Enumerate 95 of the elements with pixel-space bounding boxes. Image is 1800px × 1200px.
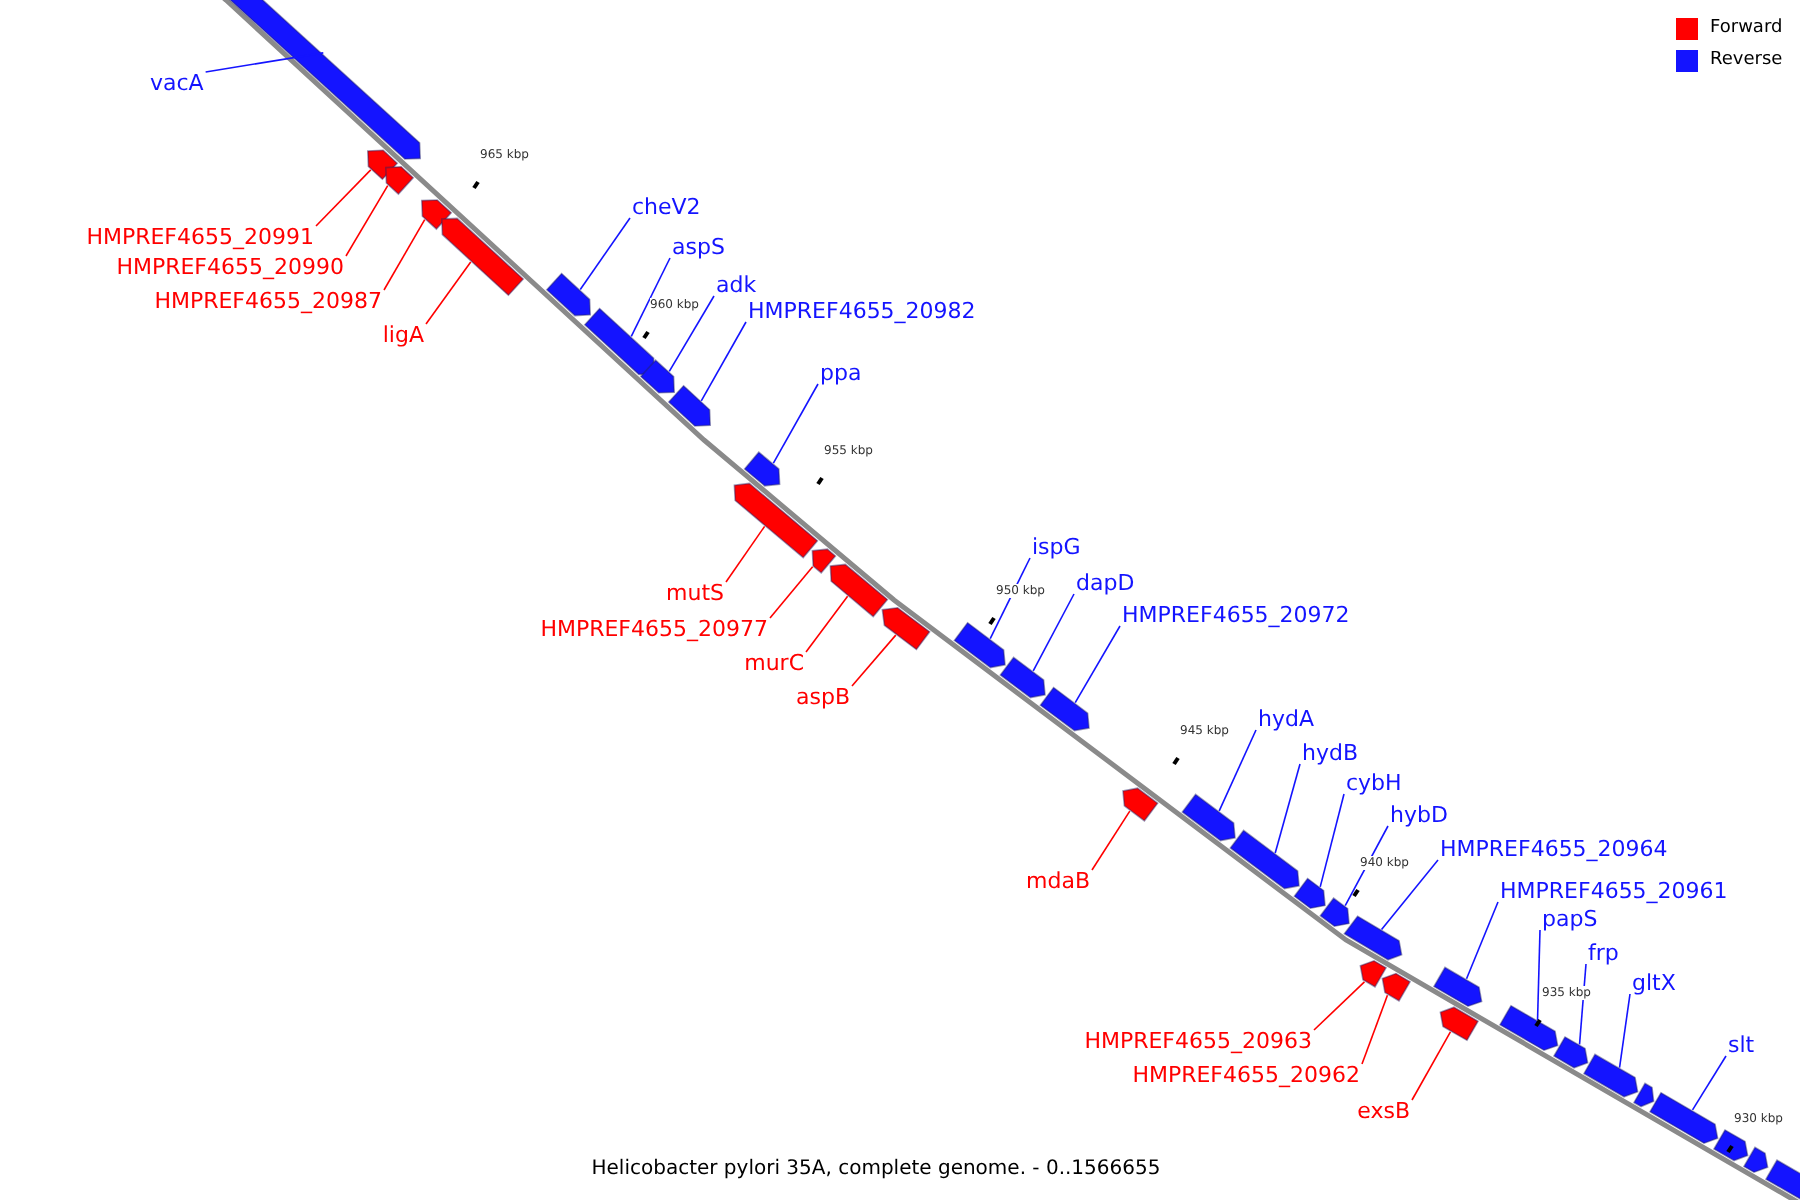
leader-line <box>1274 763 1301 854</box>
leader-line <box>1411 1031 1452 1101</box>
leader-line <box>700 321 747 402</box>
gene-label: HMPREF4655_20991 <box>86 224 314 250</box>
leader-line <box>725 525 766 583</box>
gene-block <box>1742 1146 1769 1174</box>
leader-line <box>1691 1055 1727 1111</box>
gene-label: HMPREF4655_20961 <box>1500 878 1728 904</box>
leader-line <box>1465 901 1499 980</box>
leader-line <box>805 595 849 653</box>
leader-line <box>1536 929 1541 1021</box>
leader-line <box>1361 994 1389 1065</box>
gene-label: hybD <box>1390 802 1448 828</box>
gene-block <box>1343 915 1403 961</box>
gene-block <box>1552 1035 1589 1069</box>
gene-label: HMPREF4655_20964 <box>1440 836 1668 862</box>
gene-block <box>1632 1082 1655 1108</box>
gene-label: cybH <box>1346 770 1402 796</box>
gene-label: dapD <box>1076 570 1135 596</box>
gene-label: adk <box>716 272 757 298</box>
gene-label: HMPREF4655_20963 <box>1084 1028 1312 1054</box>
gene-block <box>1229 829 1300 890</box>
gene-block <box>1712 1128 1749 1162</box>
leader-line <box>630 257 671 338</box>
gene-block <box>1039 686 1090 732</box>
gene-label: gltX <box>1632 970 1676 996</box>
legend-label: Forward <box>1710 16 1783 42</box>
leader-line <box>1032 593 1075 672</box>
gene-label: mutS <box>666 580 724 606</box>
gene-block <box>999 656 1046 699</box>
leader-line <box>315 169 372 227</box>
gene-label: vacA <box>150 70 204 96</box>
gene-block <box>384 166 415 196</box>
gene-label: frp <box>1588 940 1619 966</box>
leader-line <box>851 634 897 687</box>
gene-block <box>1293 877 1326 910</box>
leader-line <box>769 565 814 619</box>
gene-block <box>1181 793 1236 842</box>
gene-block <box>1764 1159 1800 1200</box>
leader-line <box>579 217 631 291</box>
gene-label: HMPREF4655_20990 <box>116 254 344 280</box>
gene-label: hydA <box>1258 706 1314 732</box>
gene-label: HMPREF4655_20977 <box>540 616 768 642</box>
gene-label: HMPREF4655_20972 <box>1122 602 1350 628</box>
gene-block <box>829 563 889 618</box>
gene-block <box>953 621 1006 669</box>
gene-block <box>667 384 712 427</box>
gene-label: exsB <box>1357 1098 1410 1124</box>
gene-label: aspS <box>672 234 725 260</box>
gene-label: cheV2 <box>632 194 701 220</box>
gene-block <box>1381 972 1412 1002</box>
leader-line <box>1380 859 1439 931</box>
gene-block <box>1319 897 1350 928</box>
leader-line <box>1618 993 1631 1069</box>
gene-block <box>545 272 592 317</box>
leader-line <box>425 261 472 325</box>
leader-line <box>1319 793 1345 888</box>
gene-block <box>1432 966 1483 1008</box>
leader-line <box>1218 729 1257 812</box>
gene-block <box>743 451 781 487</box>
gene-label: HMPREF4655_20987 <box>154 288 382 314</box>
gene-label: murC <box>744 650 804 676</box>
gene-block <box>811 548 837 574</box>
gene-block <box>1122 787 1159 822</box>
gene-label: aspB <box>795 684 850 710</box>
legend-label: Reverse <box>1710 48 1783 74</box>
leader-line <box>1091 810 1131 871</box>
gene-label: hydB <box>1302 740 1359 766</box>
leader-line <box>204 52 325 73</box>
gene-block <box>440 217 525 297</box>
gene-block <box>1582 1053 1639 1098</box>
gene-block <box>733 482 819 559</box>
gene-label: ppa <box>820 360 862 386</box>
gene-block <box>1648 1091 1719 1145</box>
leader-line <box>383 218 426 291</box>
gene-label: papS <box>1542 906 1598 932</box>
leader-line <box>1074 625 1121 704</box>
gene-label: HMPREF4655_20982 <box>748 298 976 324</box>
gene-label: ispG <box>1032 534 1081 560</box>
caption: Helicobacter pylori 35A, complete genome. - 0..1566655 <box>589 1156 1163 1182</box>
gene-block <box>1498 1004 1559 1052</box>
leader-line <box>668 295 715 373</box>
gene-block <box>583 307 656 376</box>
gene-label: slt <box>1728 1032 1755 1058</box>
gene-label: ligA <box>382 322 424 348</box>
gene-block <box>1439 1006 1480 1042</box>
gene-block <box>366 149 399 181</box>
leader-line <box>345 184 389 257</box>
gene-block <box>881 606 931 651</box>
gene-block <box>639 359 676 394</box>
gene-label: mdaB <box>1026 868 1090 894</box>
gene-block <box>420 199 453 231</box>
gene-label: HMPREF4655_20962 <box>1132 1062 1360 1088</box>
leader-line <box>1313 981 1366 1031</box>
leader-line <box>772 383 819 464</box>
